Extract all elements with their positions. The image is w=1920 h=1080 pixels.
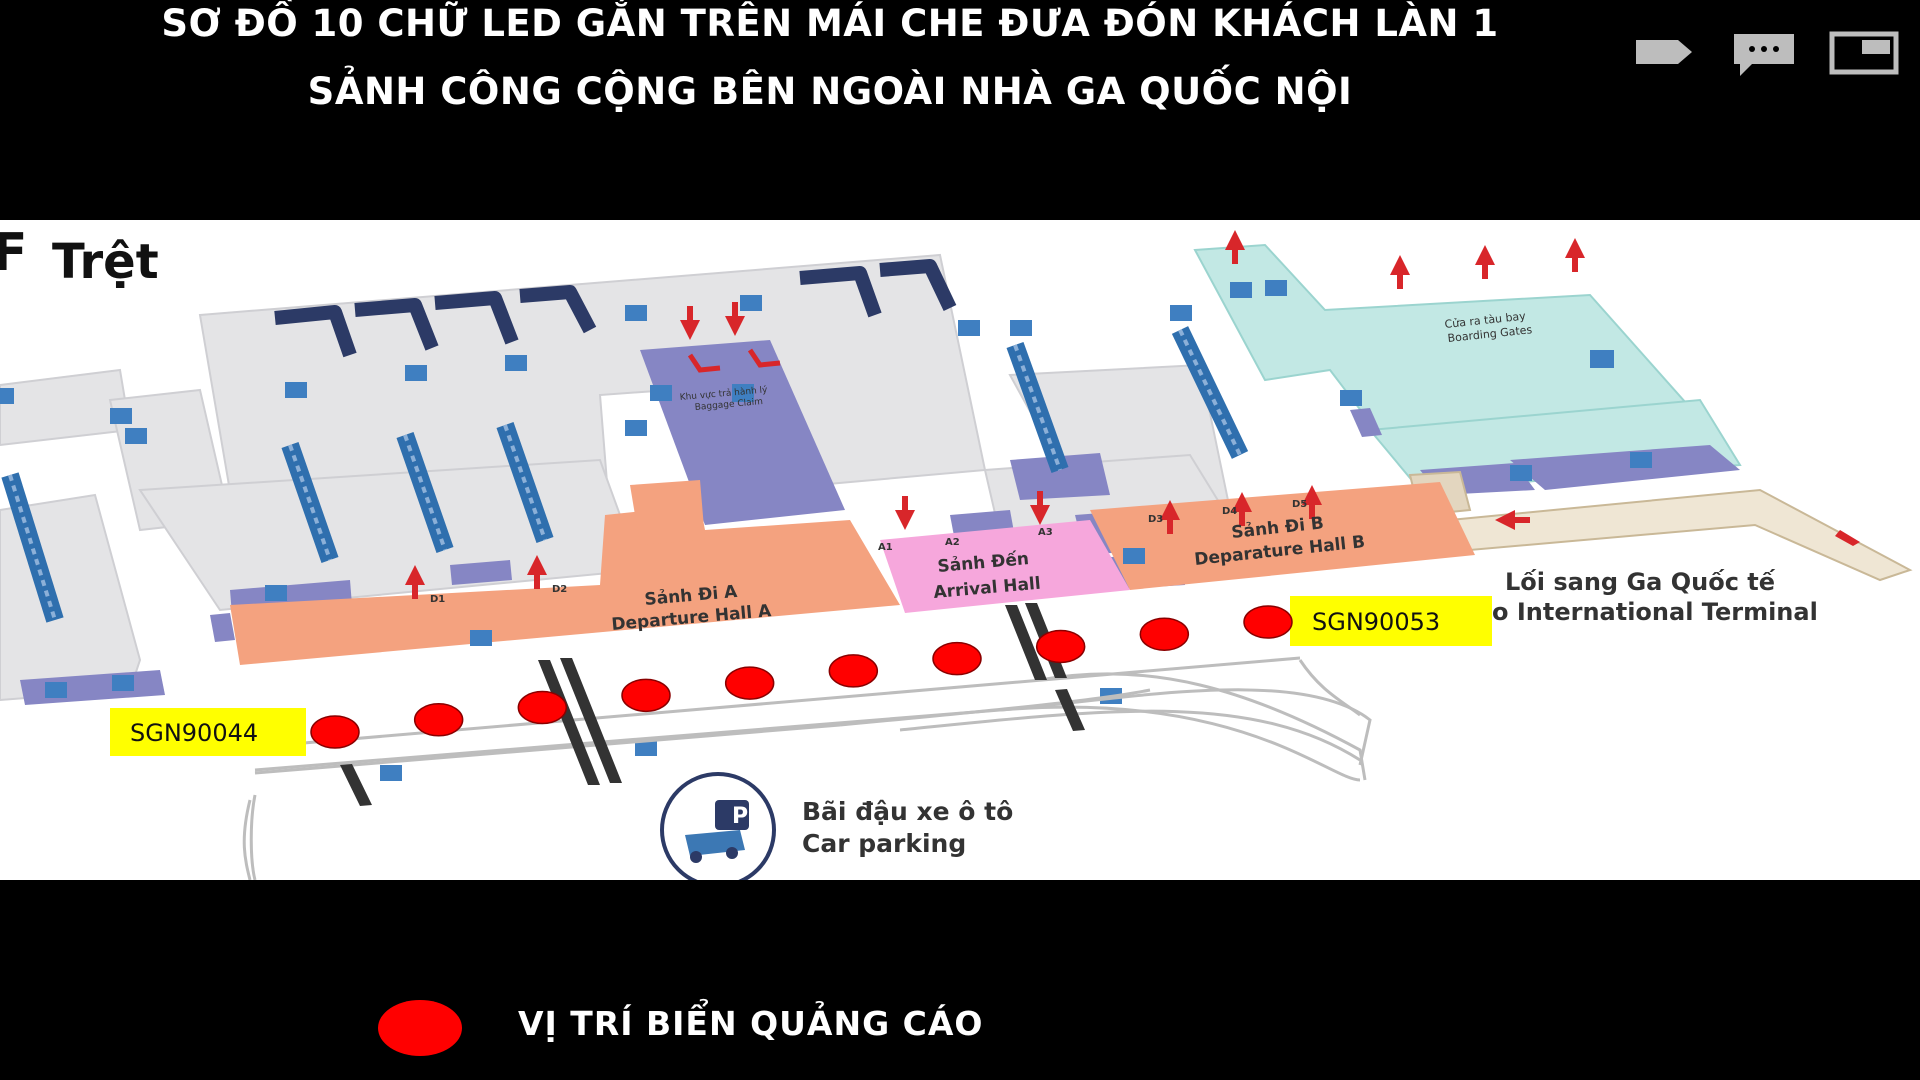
tag-icon[interactable] <box>1632 30 1696 74</box>
led-sign-marker <box>413 703 464 737</box>
car-parking-label-en: Car parking <box>802 829 966 858</box>
door-label-a1: A1 <box>878 542 893 553</box>
led-sign-marker <box>1139 617 1190 651</box>
door-label-d4: D4 <box>1222 506 1237 517</box>
legend-label: VỊ TRÍ BIỂN QUẢNG CÁO <box>518 1004 984 1043</box>
car-parking-label-vi: Bãi đậu xe ô tô <box>802 797 1013 826</box>
led-sign-markers <box>310 605 1293 749</box>
led-sign-marker <box>621 678 671 713</box>
code-badge-left <box>110 708 306 756</box>
car-parking-icon <box>660 772 776 880</box>
legend-marker <box>378 1000 462 1056</box>
door-label-d3: D3 <box>1148 514 1163 525</box>
door-label-a2: A2 <box>945 537 960 548</box>
title-line-2: SẢNH CÔNG CỘNG BÊN NGOÀI NHÀ GA QUỐC NỘI <box>307 70 1353 113</box>
led-sign-marker <box>828 654 879 688</box>
led-sign-marker <box>310 715 360 749</box>
door-label-d2: D2 <box>552 584 567 595</box>
led-sign-marker <box>517 690 568 725</box>
door-label-d5: D5 <box>1292 499 1307 510</box>
led-sign-marker <box>1243 605 1293 639</box>
door-label-d1: D1 <box>430 594 445 605</box>
exit-arrows <box>405 230 1860 599</box>
window-icon[interactable] <box>1828 30 1900 78</box>
parking-icon-letter: P <box>732 804 748 829</box>
roads <box>242 656 1372 880</box>
baggage-carousels <box>274 259 957 358</box>
door-label-a3: A3 <box>1038 527 1053 538</box>
comment-icon[interactable] <box>1730 30 1798 80</box>
code-label-left: SGN90044 <box>130 719 258 747</box>
floor-map: P F Trệt Khu vực trả hành lý Baggage Cla… <box>0 220 1920 880</box>
code-label-right: SGN90053 <box>1312 608 1440 636</box>
code-badge-right <box>1290 596 1492 646</box>
international-terminal-label-en: o International Terminal <box>1492 598 1818 626</box>
floor-letter: F <box>0 223 28 283</box>
led-sign-marker <box>1035 629 1086 664</box>
floor-label: Trệt <box>52 234 159 290</box>
led-sign-marker <box>932 641 982 676</box>
led-sign-marker <box>724 666 775 700</box>
international-terminal-label-vi: Lối sang Ga Quốc tế <box>1505 568 1776 596</box>
title-line-1: SƠ ĐỒ 10 CHỮ LED GẮN TRÊN MÁI CHE ĐƯA ĐÓ… <box>161 2 1499 45</box>
